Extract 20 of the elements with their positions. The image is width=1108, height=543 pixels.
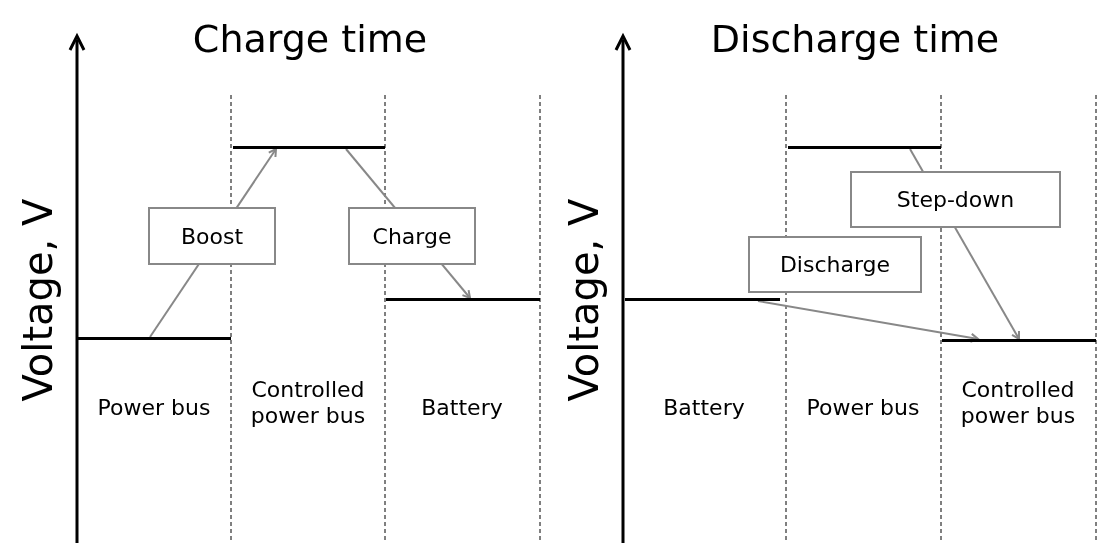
region-label: Controlled power bus	[249, 376, 367, 430]
level-bar	[233, 146, 385, 149]
level-bar	[625, 298, 780, 301]
edge-label: Boost	[148, 207, 276, 265]
region-label: Battery	[662, 395, 746, 422]
region-label: Controlled power bus	[959, 376, 1077, 430]
region-label: Power bus	[96, 395, 212, 422]
axis-label: Voltage, V	[14, 197, 62, 404]
panel-title: Charge time	[191, 17, 429, 63]
edge-label: Step-down	[850, 171, 1061, 228]
region-label: Power bus	[805, 395, 921, 422]
edge-label: Discharge	[748, 236, 922, 293]
level-bar	[78, 337, 231, 340]
panel-title: Discharge time	[709, 17, 1001, 63]
level-bar	[386, 298, 540, 301]
axis-label: Voltage, V	[560, 197, 608, 404]
region-label: Battery	[420, 395, 504, 422]
level-bar	[788, 146, 941, 149]
edge-label: Charge	[348, 207, 476, 265]
level-bar	[942, 339, 1096, 342]
